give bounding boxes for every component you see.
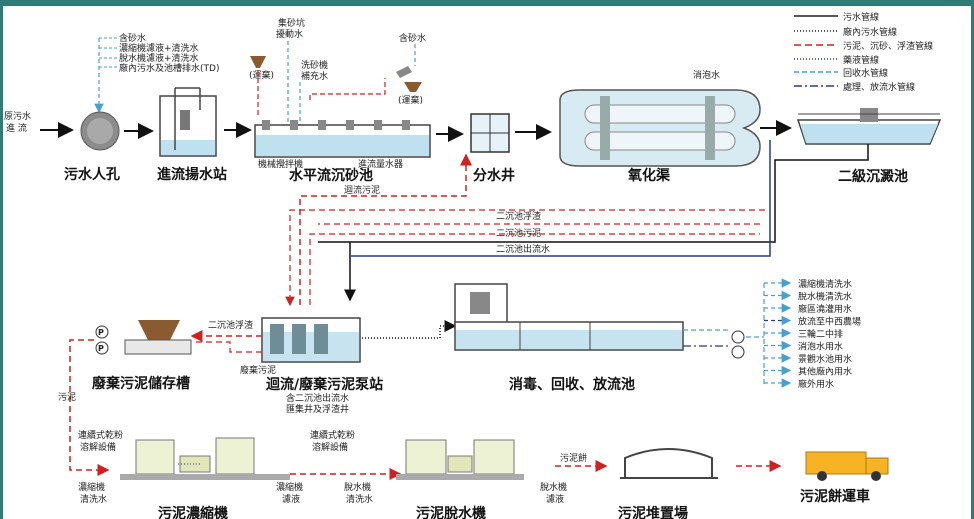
unit-disinfection: 消毒、回收、放流池 <box>509 376 635 393</box>
legend-plant: 廠內污水管線 <box>843 26 897 38</box>
right-frame-bar <box>971 6 974 519</box>
grit-pit-label-2: 擾動水 <box>276 28 303 40</box>
input-label-2: 脫水機濾液+清洗水 <box>119 52 199 64</box>
unit-oxidation: 氧化渠 <box>627 167 671 184</box>
reuse-item: 脫水機清洗水 <box>798 291 852 303</box>
reuse-item: 景觀水池用水 <box>798 353 852 365</box>
unit-grit-chamber: 水平流沉砂池 <box>289 167 373 184</box>
disposal-bin-1 <box>250 56 266 68</box>
reuse-item: 廠區澆灌用水 <box>798 303 852 315</box>
scum2-label: 二沉池浮渣 <box>208 319 253 331</box>
input-label-3: 廠內污水及池槽排水(TD) <box>119 62 219 74</box>
legend-sludge: 污泥、沉砂、浮渣管線 <box>843 40 933 52</box>
reuse-item: 其他廠內用水 <box>798 366 852 378</box>
disposal-label-1: (運棄) <box>249 69 274 81</box>
pump-p-icon-3 <box>731 330 745 344</box>
legend-reuse: 回收水管線 <box>843 67 888 79</box>
disinfection-icon <box>454 283 684 351</box>
legend: 污水管線 廠內污水管線 污泥、沉砂、浮渣管線 藥液管線 回收水管線 處理、放流水… <box>794 11 933 93</box>
legend-sewage: 污水管線 <box>843 11 879 23</box>
dew-filtrate-label-2: 濾液 <box>546 493 564 505</box>
polymer-label-2b: 溶解設備 <box>312 441 348 453</box>
unit-truck: 污泥餅運車 <box>800 488 870 505</box>
truck-icon <box>805 451 889 481</box>
top-frame-bar <box>0 0 974 6</box>
reuse-item: 廠外用水 <box>798 378 834 390</box>
thick-filtrate-label-1: 濃縮機 <box>276 481 303 493</box>
sec-sludge-label: 二沉池污泥 <box>496 227 541 239</box>
pump-sub-label-1: 含二沉池出流水 <box>286 392 349 404</box>
disposal-bin-2 <box>404 82 422 92</box>
unit-manhole: 污水人孔 <box>64 166 120 183</box>
sec-outflow-label: 二沉池出流水 <box>496 243 550 255</box>
pump-p-icon-4 <box>731 345 745 359</box>
pump-p-icon-1 <box>95 325 109 339</box>
unit-dewater: 污泥脫水機 <box>416 505 486 519</box>
unit-yard: 污泥堆置場 <box>618 505 688 519</box>
inlet-gate-label: 進流量水器 <box>358 158 403 170</box>
input-label-0: 含砂水 <box>119 32 146 44</box>
unit-pump-station: 迴流/廢棄污泥泵站 <box>265 376 383 393</box>
sludge-storage-icon <box>124 320 192 355</box>
left-frame-bar <box>0 6 3 519</box>
sludge-yard-icon <box>620 448 718 479</box>
wash-label-2: 補充水 <box>301 70 328 82</box>
scum-label: 二沉池浮渣 <box>496 210 541 222</box>
lift-station-icon <box>159 87 217 157</box>
thickener-icon <box>120 437 290 480</box>
sand-water-label: 含砂水 <box>399 32 426 44</box>
dew-wash-label-1: 脫水機 <box>344 481 371 493</box>
oxidation-ditch-icon <box>559 89 761 167</box>
cake-label: 污泥餅 <box>560 452 587 464</box>
polymer-label-1a: 連續式乾粉 <box>78 429 123 441</box>
reuse-item: 三輪二中排 <box>798 328 843 340</box>
raw-inflow-label-1: 原污水 <box>4 110 31 122</box>
dewater-icon <box>396 439 524 480</box>
reuse-item: 濃縮機清洗水 <box>798 278 852 290</box>
unit-sludge-storage: 廢棄污泥儲存槽 <box>92 375 190 392</box>
pump-sub-label-2: 匯集井及浮渣井 <box>286 403 349 415</box>
wash-label-1: 洗砂機 <box>301 59 328 71</box>
pump-p-icon-2 <box>95 341 109 355</box>
polymer-label-2a: 連續式乾粉 <box>310 429 355 441</box>
return-sludge-label: 迴流污泥 <box>344 184 380 196</box>
defoam-label: 消泡水 <box>693 69 720 81</box>
polymer-label-1b: 溶解設備 <box>80 441 116 453</box>
sludge-side-label: 污泥 <box>58 391 76 403</box>
sec-outflow-line <box>318 144 869 243</box>
svg-text:P: P <box>98 344 104 353</box>
dew-wash-label-2: 清洗水 <box>346 493 373 505</box>
grit-washer-icon <box>396 66 412 78</box>
legend-effluent: 處理、放流水管線 <box>843 81 915 93</box>
unit-lift-station: 進流揚水站 <box>157 166 227 183</box>
grit-pit-label-1: 集砂坑 <box>278 17 305 29</box>
legend-chem: 藥液管線 <box>843 54 879 66</box>
grit-chamber-icon <box>254 120 431 158</box>
svg-text:P: P <box>98 328 104 337</box>
thick-wash-label-2: 清洗水 <box>80 493 107 505</box>
unit-splitter: 分水井 <box>473 167 515 184</box>
unit-thickener: 污泥濃縮機 <box>158 505 228 519</box>
unit-clarifier: 二級沉澱池 <box>838 168 908 185</box>
thick-wash-label-1: 濃縮機 <box>78 481 105 493</box>
input-label-1: 濃縮機濾液+清洗水 <box>119 42 199 54</box>
raw-inflow-label-2: 進 流 <box>6 122 27 134</box>
thick-filtrate-label-2: 濾液 <box>282 493 300 505</box>
waste-sludge-label: 廢棄污泥 <box>240 364 276 376</box>
mixer-label: 機械攪拌機 <box>258 158 303 170</box>
dew-filtrate-label-1: 脫水機 <box>540 481 567 493</box>
clarifier-icon <box>796 108 942 145</box>
reuse-item: 消泡水用水 <box>798 341 843 353</box>
reuse-item: 放流至中西農場 <box>798 316 861 328</box>
disposal-label-2: (運棄) <box>398 94 423 106</box>
reuse-list: 濃縮機清洗水脫水機清洗水廠區澆灌用水放流至中西農場三輪二中排消泡水用水景觀水池用… <box>764 278 861 390</box>
pump-station-icon <box>261 317 361 363</box>
